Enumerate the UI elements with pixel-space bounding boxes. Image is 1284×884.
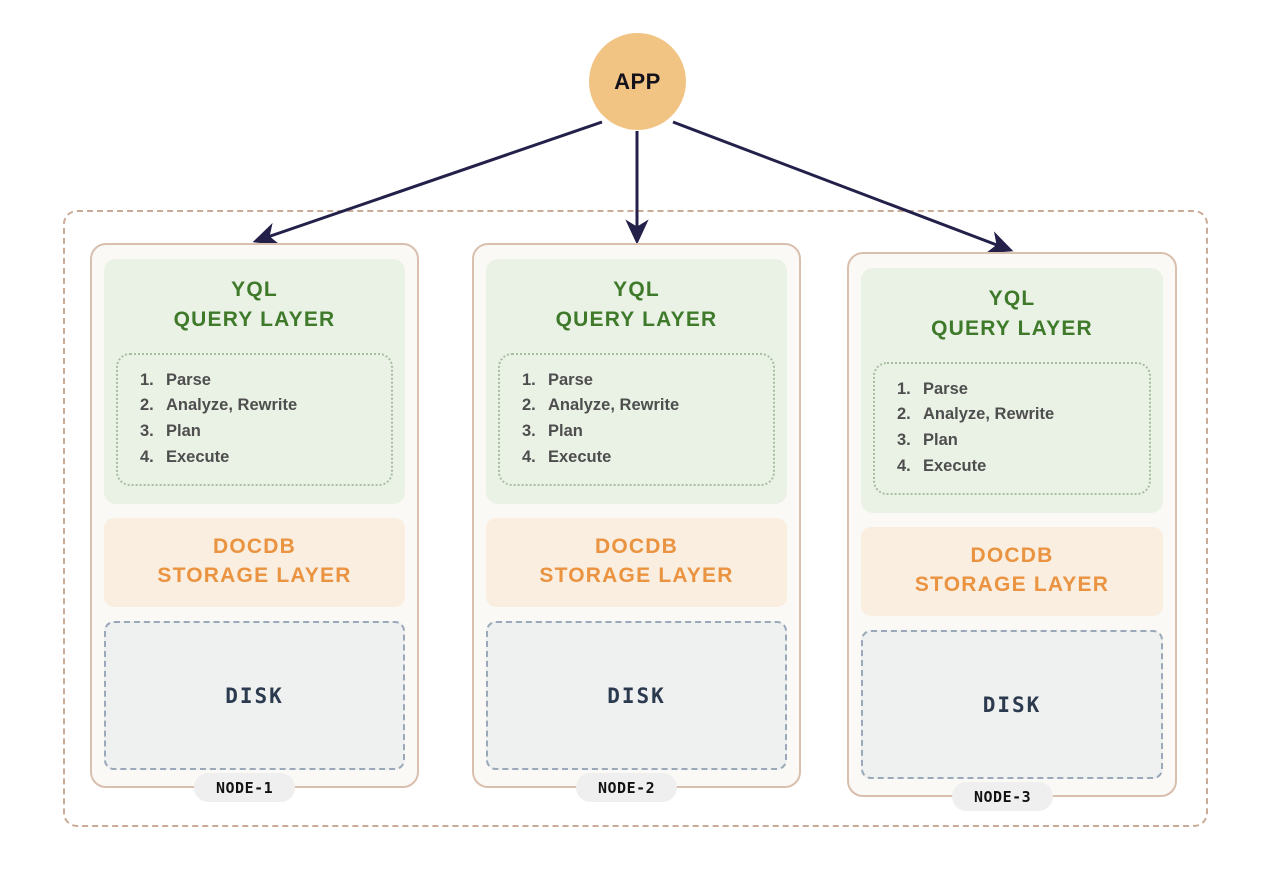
step-number: 2.	[897, 405, 911, 424]
list-item: 2. Analyze, Rewrite	[522, 393, 763, 419]
step-label: Analyze, Rewrite	[923, 405, 1055, 424]
node-pill-label-2: NODE-2	[598, 778, 656, 797]
step-label: Analyze, Rewrite	[166, 396, 298, 415]
docdb-storage-layer-3: DOCDB STORAGE LAYER	[861, 526, 1163, 617]
app-node[interactable]: APP	[589, 33, 686, 130]
app-node-label: APP	[614, 68, 661, 94]
disk-panel-3: DISK	[861, 630, 1163, 779]
step-label: Parse	[166, 370, 211, 389]
step-number: 1.	[897, 379, 911, 398]
step-label: Execute	[548, 447, 612, 466]
list-item: 2. Analyze, Rewrite	[140, 393, 381, 419]
query-steps-list-3: 1. Parse 2. Analyze, Rewrite 3. Plan 4. …	[897, 377, 1139, 480]
yql-title-1: YQL QUERY LAYER	[173, 278, 336, 331]
query-steps-box-1: 1. Parse 2. Analyze, Rewrite 3. Plan 4. …	[116, 352, 393, 486]
yql-title-3: YQL QUERY LAYER	[931, 287, 1093, 340]
query-steps-list-1: 1. Parse 2. Analyze, Rewrite 3. Plan 4. …	[140, 368, 381, 471]
step-number: 1.	[522, 370, 536, 389]
step-number: 4.	[897, 456, 911, 475]
docdb-storage-layer-2: DOCDB STORAGE LAYER	[486, 517, 787, 608]
disk-panel-2: DISK	[486, 621, 787, 770]
step-label: Execute	[166, 447, 230, 466]
list-item: 1. Parse	[897, 377, 1139, 403]
docdb-title-2: DOCDB STORAGE LAYER	[539, 534, 734, 588]
yql-query-layer-2: YQL QUERY LAYER 1. Parse 2. Analyze, Rew…	[486, 259, 787, 504]
step-label: Parse	[923, 379, 968, 398]
step-label: Analyze, Rewrite	[548, 396, 680, 415]
list-item: 3. Plan	[897, 428, 1139, 454]
step-number: 4.	[140, 447, 154, 466]
node-pill-label-1: NODE-1	[216, 778, 274, 797]
query-steps-box-3: 1. Parse 2. Analyze, Rewrite 3. Plan 4. …	[873, 361, 1151, 495]
docdb-title-1: DOCDB STORAGE LAYER	[157, 534, 352, 588]
node-pill-1: NODE-1	[194, 773, 296, 802]
node-card-3[interactable]: YQL QUERY LAYER 1. Parse 2. Analyze, Rew…	[847, 252, 1177, 797]
list-item: 4. Execute	[897, 454, 1139, 480]
step-number: 2.	[140, 396, 154, 415]
disk-panel-1: DISK	[104, 621, 405, 770]
node-card-1[interactable]: YQL QUERY LAYER 1. Parse 2. Analyze, Rew…	[90, 243, 419, 788]
step-label: Parse	[548, 370, 593, 389]
step-number: 4.	[522, 447, 536, 466]
step-number: 2.	[522, 396, 536, 415]
step-label: Plan	[923, 431, 958, 450]
step-label: Plan	[166, 422, 201, 441]
disk-label-1: DISK	[225, 683, 284, 708]
yql-title-2: YQL QUERY LAYER	[555, 278, 718, 331]
list-item: 1. Parse	[140, 368, 381, 394]
node-pill-label-3: NODE-3	[974, 787, 1032, 806]
list-item: 3. Plan	[140, 419, 381, 445]
list-item: 3. Plan	[522, 419, 763, 445]
list-item: 2. Analyze, Rewrite	[897, 402, 1139, 428]
step-number: 3.	[140, 422, 154, 441]
step-label: Plan	[548, 422, 583, 441]
disk-label-3: DISK	[982, 692, 1042, 717]
node-card-2[interactable]: YQL QUERY LAYER 1. Parse 2. Analyze, Rew…	[472, 243, 801, 788]
yql-query-layer-3: YQL QUERY LAYER 1. Parse 2. Analyze, Rew…	[861, 268, 1163, 513]
step-number: 1.	[140, 370, 154, 389]
yql-query-layer-1: YQL QUERY LAYER 1. Parse 2. Analyze, Rew…	[104, 259, 405, 504]
step-number: 3.	[897, 431, 911, 450]
list-item: 4. Execute	[140, 445, 381, 471]
list-item: 1. Parse	[522, 368, 763, 394]
step-number: 3.	[522, 422, 536, 441]
disk-label-2: DISK	[607, 683, 666, 708]
query-steps-list-2: 1. Parse 2. Analyze, Rewrite 3. Plan 4. …	[522, 368, 763, 471]
docdb-title-3: DOCDB STORAGE LAYER	[914, 543, 1110, 597]
node-pill-3: NODE-3	[952, 782, 1054, 811]
docdb-storage-layer-1: DOCDB STORAGE LAYER	[104, 517, 405, 608]
list-item: 4. Execute	[522, 445, 763, 471]
step-label: Execute	[923, 456, 987, 475]
node-pill-2: NODE-2	[576, 773, 678, 802]
query-steps-box-2: 1. Parse 2. Analyze, Rewrite 3. Plan 4. …	[498, 352, 775, 486]
